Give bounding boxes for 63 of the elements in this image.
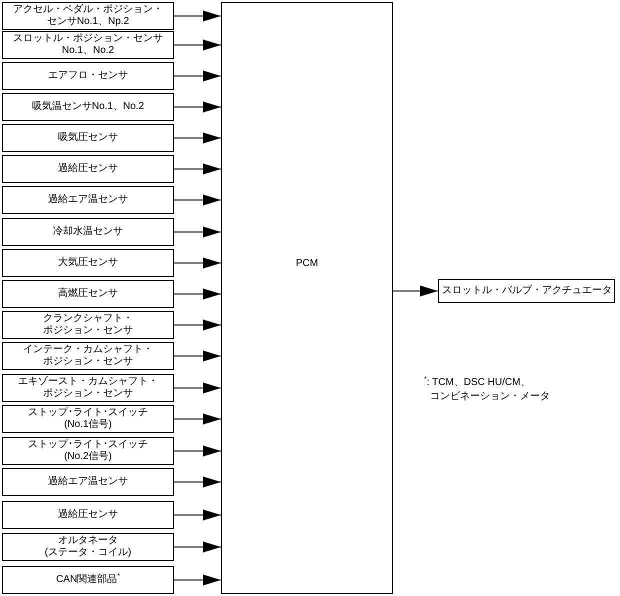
arrow <box>174 574 222 586</box>
box-label: クランクシャフト・ポジション・センサ <box>43 313 133 337</box>
output-box <box>438 279 615 303</box>
box-label: 過給圧センサ <box>58 163 118 175</box>
box-label: CAN関連部品$^{*}$ <box>56 574 120 586</box>
arrow <box>174 510 222 520</box>
box-label: オルタネータ(ステータ・コイル) <box>44 535 132 559</box>
box-label: 吸気圧センサ <box>58 132 118 144</box>
arrow <box>174 102 222 112</box>
box-label: ストップ･ライト･スイッチ(No.1信号) <box>28 407 148 431</box>
box-label: 過給エア温センサ <box>48 476 128 488</box>
box-label: PCM <box>296 258 318 270</box>
arrow <box>174 258 222 268</box>
input-box <box>2 93 174 121</box>
box-label: インテーク・カムシャフト・ポジション・センサ <box>23 344 153 368</box>
input-box <box>2 468 174 496</box>
input-box <box>2 2 174 30</box>
box-label: アクセル・ペダル・ポジション・センサNo.1、Np.2 <box>13 4 163 28</box>
arrow <box>174 414 222 424</box>
arrow <box>174 446 222 456</box>
footnote: $^{*}$: TCM、DSC HU/CM、コンビネーション・メータ <box>424 376 550 404</box>
input-box <box>2 155 174 183</box>
input-box <box>2 311 174 339</box>
box-label: エアフロ・センサ <box>48 70 128 82</box>
arrow <box>174 40 222 50</box>
input-box <box>2 31 174 59</box>
arrow <box>174 320 222 330</box>
box-label: エキゾースト・カムシャフト・ポジション・センサ <box>18 376 158 400</box>
arrow <box>174 350 222 362</box>
input-box <box>2 437 174 465</box>
arrow <box>174 164 222 174</box>
box-label: 高燃圧センサ <box>58 288 118 300</box>
arrow <box>174 476 222 488</box>
arrow <box>174 70 222 82</box>
box-label: ストップ･ライト･スイッチ(No.2信号) <box>28 439 148 463</box>
input-box <box>2 566 174 594</box>
arrow <box>174 226 222 238</box>
arrow <box>174 132 222 144</box>
box-label: 冷却水温センサ <box>53 226 123 238</box>
input-box <box>2 342 174 370</box>
box-label: スロットル・ポジション・センサNo.1、No.2 <box>13 33 163 57</box>
box-label: 吸気温センサNo.1、No.2 <box>32 101 144 113</box>
input-box <box>2 280 174 308</box>
arrow <box>174 194 222 206</box>
arrow <box>174 382 222 394</box>
input-box <box>2 405 174 433</box>
input-box <box>2 62 174 90</box>
arrow <box>174 10 222 22</box>
input-box <box>2 218 174 246</box>
input-box <box>2 186 174 214</box>
arrow <box>174 288 222 300</box>
input-box <box>2 533 174 561</box>
arrow <box>174 542 222 552</box>
box-label: 過給エア温センサ <box>48 194 128 206</box>
input-box <box>2 249 174 277</box>
box-label: 大気圧センサ <box>58 257 118 269</box>
controller-box <box>221 2 393 594</box>
box-label: 過給圧センサ <box>58 509 118 521</box>
input-box <box>2 374 174 402</box>
input-box <box>2 501 174 529</box>
box-label: スロットル・バルブ・アクチュエータ <box>442 285 612 297</box>
arrow <box>392 286 438 296</box>
input-box <box>2 124 174 152</box>
